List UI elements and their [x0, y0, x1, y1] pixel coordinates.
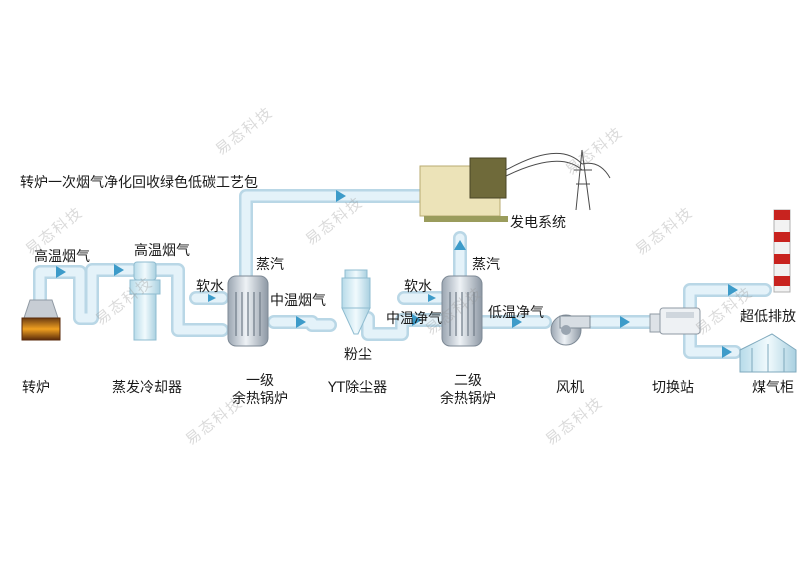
gas-holder-icon — [739, 333, 797, 373]
chimney-icon — [773, 209, 791, 293]
steam-label-1: 蒸汽 — [256, 257, 284, 273]
fan-icon — [550, 314, 591, 346]
fan-label: 风机 — [556, 380, 584, 396]
power-line-icon — [505, 149, 611, 211]
soft-water-label-2: 软水 — [404, 279, 432, 295]
hot-gas-label-1: 高温烟气 — [34, 249, 90, 265]
medium-clean-gas-label: 中温净气 — [386, 311, 442, 327]
soft-water-label-1: 软水 — [196, 279, 224, 295]
switch-station-label: 切换站 — [652, 380, 694, 396]
waste-heat-boiler-1-icon — [227, 275, 269, 347]
yt-dust-collector-label: YT除尘器 — [328, 380, 388, 396]
boiler-1-label: 一级 余热锅炉 — [232, 373, 288, 407]
evaporative-cooler-icon — [129, 261, 161, 341]
switch-station-icon — [649, 307, 701, 335]
hot-gas-label-2: 高温烟气 — [134, 243, 190, 259]
dust-label: 粉尘 — [344, 347, 372, 363]
steam-label-2: 蒸汽 — [472, 257, 500, 273]
low-clean-gas-label: 低温净气 — [488, 305, 544, 321]
gas-holder-label: 煤气柜 — [752, 380, 794, 396]
boiler-2-label: 二级 余热锅炉 — [440, 373, 496, 407]
ultra-low-emission-label: 超低排放 — [740, 309, 796, 325]
converter-label: 转炉 — [22, 380, 50, 396]
flow-arrows — [56, 190, 738, 358]
power-system-label: 发电系统 — [510, 215, 566, 231]
waste-heat-boiler-2-icon — [441, 275, 483, 347]
power-generator-icon — [419, 157, 508, 222]
yt-dust-collector-icon — [341, 269, 371, 335]
diagram-title: 转炉一次烟气净化回收绿色低碳工艺包 — [20, 175, 258, 191]
evaporative-cooler-label: 蒸发冷却器 — [112, 380, 182, 396]
medium-gas-label: 中温烟气 — [270, 293, 326, 309]
converter-icon — [21, 299, 61, 341]
